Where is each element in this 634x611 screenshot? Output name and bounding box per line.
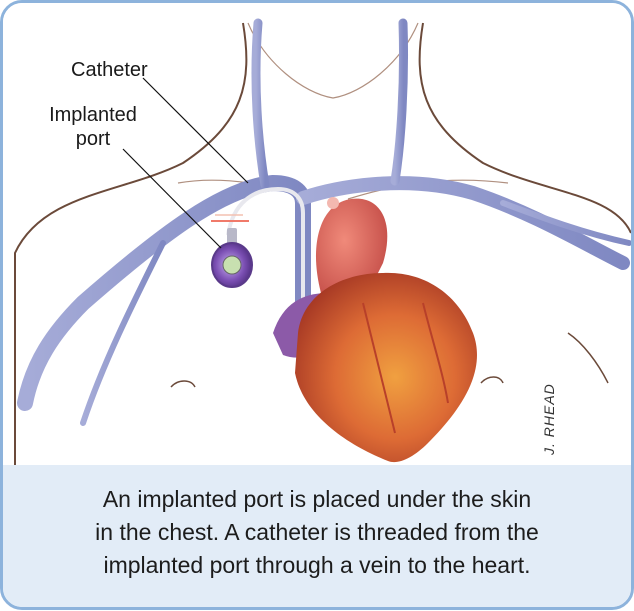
heart	[295, 273, 477, 462]
caption-line-2: in the chest. A catheter is threaded fro…	[17, 516, 617, 549]
body-outline-right	[420, 23, 631, 233]
catheter-leader	[143, 78, 248, 183]
implanted-port-label-line1: Implanted	[31, 103, 155, 127]
catheter-label: Catheter	[71, 58, 148, 82]
artist-signature: J. RHEAD	[541, 383, 557, 455]
figure-caption: An implanted port is placed under the sk…	[17, 483, 617, 582]
implanted-port	[212, 228, 252, 287]
implanted-port-label-line2: port	[31, 127, 155, 151]
caption-line-1: An implanted port is placed under the sk…	[17, 483, 617, 516]
caption-panel: An implanted port is placed under the sk…	[3, 465, 631, 607]
caption-line-3: implanted port through a vein to the hea…	[17, 549, 617, 582]
anatomy-illustration: Catheter Implanted port J. RHEAD	[3, 3, 631, 465]
implanted-port-label: Implanted port	[31, 103, 155, 151]
body-outline	[15, 23, 246, 465]
